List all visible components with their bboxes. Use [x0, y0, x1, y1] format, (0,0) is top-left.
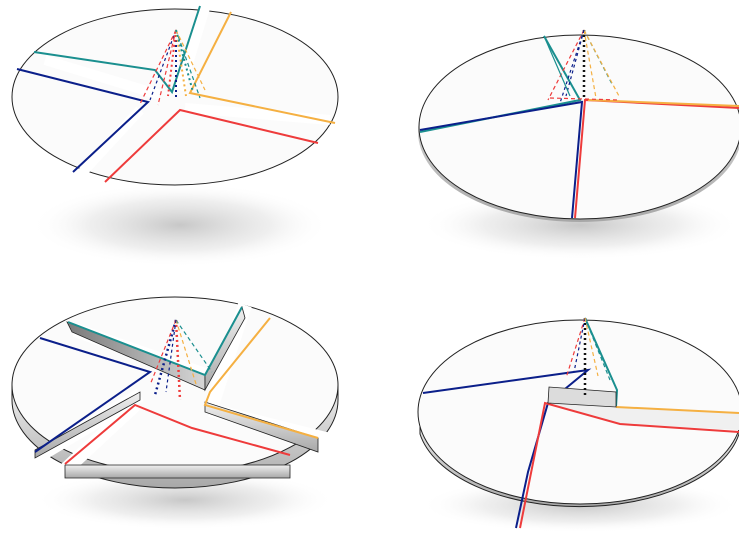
navy-wedge-side [34, 391, 141, 459]
inner-face [548, 403, 739, 430]
apex-side [547, 386, 617, 408]
navy-edge [16, 68, 151, 173]
shadow [30, 183, 330, 267]
orange-edge [203, 317, 319, 439]
red-wedge-side [64, 464, 291, 479]
panel-bottom-right [417, 317, 739, 533]
orange-edge [188, 11, 336, 124]
teal-edge [67, 306, 243, 377]
apex-cones [565, 317, 611, 398]
orange-edge [587, 99, 739, 107]
red-edge [574, 98, 739, 219]
apex-cones [139, 29, 206, 106]
panel-bottom-left [11, 296, 339, 530]
red-edge [64, 403, 291, 465]
wedge-gaps [43, 6, 331, 179]
orange-wedge-side [204, 401, 319, 453]
red-edge [104, 108, 319, 183]
navy-edge [34, 337, 153, 453]
apex-cones [149, 319, 213, 401]
panel-top-right [418, 29, 739, 260]
orange-edge [615, 406, 739, 414]
shadow [35, 470, 335, 530]
red-edge [519, 401, 739, 529]
navy-edge [419, 100, 584, 219]
apex-cones [543, 29, 621, 104]
panel-top-left [11, 5, 339, 267]
